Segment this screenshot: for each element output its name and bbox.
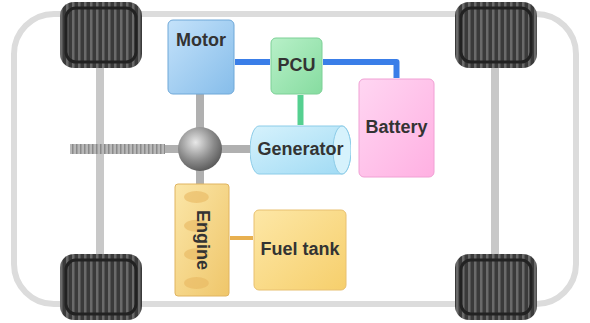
connector-line (230, 236, 253, 240)
generator-cylinder: Generator (250, 125, 351, 175)
part-name: Motor (176, 31, 226, 51)
part-name: PCU (277, 56, 315, 76)
wheel (60, 2, 142, 68)
wheel (455, 2, 537, 68)
pcu-box: PCU (270, 37, 323, 95)
part-name: Generator (257, 140, 343, 160)
connector-line (235, 59, 270, 65)
connector-line (323, 62, 397, 78)
part-name: Fuel tank (260, 240, 339, 260)
power-split-gear (178, 127, 222, 171)
battery-box: Battery (358, 78, 435, 178)
wheel (455, 254, 537, 320)
rear-axle (491, 60, 499, 260)
front-axle (96, 60, 104, 260)
drive-shaft (70, 144, 165, 154)
engine-block: Engine (174, 183, 230, 297)
fuel-tank: Fuel tank (253, 209, 347, 291)
motor-box: Motor (167, 19, 235, 95)
wheel (60, 254, 142, 320)
part-name: Battery (365, 118, 427, 138)
connector-line (298, 95, 304, 125)
part-name: Engine (192, 210, 212, 270)
